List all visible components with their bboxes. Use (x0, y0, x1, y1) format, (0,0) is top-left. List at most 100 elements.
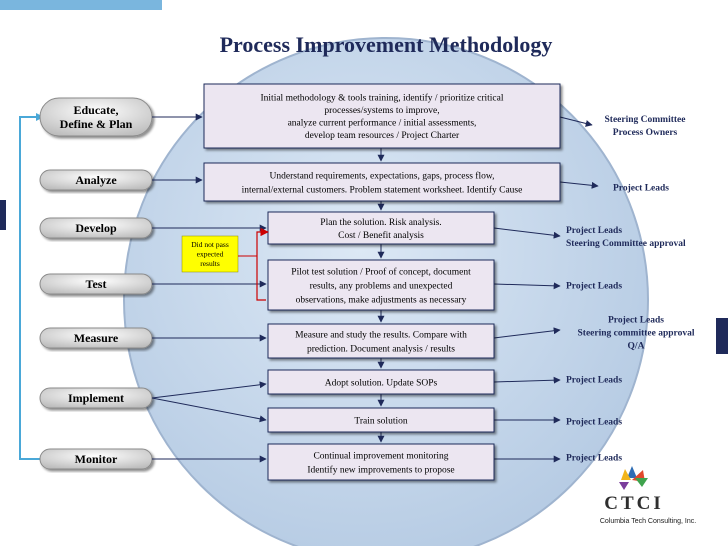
phase-label: Test (86, 277, 107, 291)
phase-label-line: Develop (75, 221, 117, 235)
phase-arrow-6 (151, 381, 267, 399)
phase-implement: Implement (39, 387, 153, 409)
logo-mark (619, 466, 648, 490)
phase-label: Measure (74, 331, 119, 345)
step-text-line: results, any problems and unexpected (310, 281, 453, 291)
phase-label-line: Implement (68, 391, 124, 405)
step-box-4: Pilot test solution / Proof of concept, … (267, 259, 495, 311)
phase-arrow-7 (151, 397, 267, 423)
step-text-line: Identify new improvements to propose (307, 464, 454, 475)
owner-label-line: Project Leads (566, 453, 622, 463)
owner-arrow-1 (559, 116, 593, 127)
step-box-frame (203, 162, 561, 202)
phase-list: Educate,Define & PlanAnalyzeDevelopTestM… (39, 97, 153, 470)
owner-label-line: Project Leads (608, 315, 664, 325)
logo-wordmark: CTCI (604, 493, 664, 514)
phase-educate-define-plan: Educate,Define & Plan (39, 97, 153, 137)
phase-label: Analyze (75, 173, 117, 187)
owner-label-line: Project Leads (566, 417, 622, 427)
owner-label-8: Project Leads (566, 453, 622, 463)
step-text-line: Measure and study the results. Compare w… (295, 330, 467, 340)
step-text-line: prediction. Document analysis / results (307, 344, 455, 354)
step-box-8: Continual improvement monitoringIdentify… (267, 443, 495, 481)
owner-arrow-5 (493, 327, 561, 339)
owner-label-line: Steering committee approval (578, 328, 695, 338)
phase-label: Develop (75, 221, 117, 235)
owner-label-line: Process Owners (613, 128, 678, 138)
owner-label-line: Project Leads (566, 226, 622, 236)
step-text-line: observations, make adjustments as necess… (296, 295, 467, 305)
step-box-frame (267, 407, 495, 433)
owner-label-line: Project Leads (566, 375, 622, 385)
step-box-frame (267, 323, 495, 359)
phase-label: Monitor (75, 452, 118, 466)
phase-test: Test (39, 273, 153, 295)
owner-label-line: Steering Committee (605, 115, 686, 125)
owner-label-line: Q/A (628, 341, 645, 351)
step-text: Plan the solution. Risk analysis. Cost / … (320, 218, 441, 241)
step-box-3: Plan the solution. Risk analysis. Cost / … (267, 211, 495, 245)
step-box-frame (267, 369, 495, 395)
step-text-line: Understand requirements, expectations, g… (270, 170, 495, 181)
owner-arrow-4 (493, 282, 561, 290)
step-text-line: Cost / Benefit analysis (338, 230, 424, 241)
feedback-arrow (256, 227, 269, 301)
step-text-line: internal/external customers. Problem sta… (242, 184, 523, 195)
owner-label-line: Steering Committee approval (566, 239, 686, 249)
step-box-2: Understand requirements, expectations, g… (203, 162, 561, 202)
connector-layer (151, 113, 599, 463)
owner-label-7: Project Leads (566, 417, 622, 427)
step-box-frame (203, 83, 561, 149)
step-text: Adopt solution. Update SOPs (325, 378, 438, 388)
step-list: Initial methodology & tools training, id… (203, 83, 561, 481)
logo-caption: Columbia Tech Consulting, Inc. (600, 518, 696, 525)
feedback-note-line: results (200, 259, 220, 268)
step-text: Continual improvement monitoringIdentify… (307, 451, 454, 475)
step-box-6: Adopt solution. Update SOPs (267, 369, 495, 395)
corner-accent-top-left (0, 0, 162, 10)
phase-label-line: Monitor (75, 452, 118, 466)
phase-label-line: Educate, (74, 103, 119, 117)
step-text-line: analyze current performance / initial as… (288, 118, 477, 129)
feedback-note (181, 235, 239, 273)
owner-label-line: Project Leads (613, 183, 669, 193)
step-text-line: Adopt solution. Update SOPs (325, 378, 438, 388)
owner-arrow-6 (493, 376, 561, 384)
phase-label-line: Test (86, 277, 107, 291)
step-box-7: Train solution (267, 407, 495, 433)
step-box-5: Measure and study the results. Compare w… (267, 323, 495, 359)
owner-arrow-2 (559, 181, 599, 189)
edge-accent-left (0, 200, 6, 230)
step-text-line: Plan the solution. Risk analysis. (320, 218, 441, 228)
page-title: Process Improvement Methodology (220, 32, 553, 57)
phase-monitor: Monitor (39, 448, 153, 470)
ctci-logo: CTCI Columbia Tech Consulting, Inc. (600, 466, 696, 525)
feedback-note-line: expected (197, 250, 224, 259)
step-text: Understand requirements, expectations, g… (242, 170, 523, 195)
step-text-line: processes/systems to improve, (324, 106, 439, 116)
owner-label-line: Project Leads (566, 281, 622, 291)
step-text-line: Continual improvement monitoring (313, 451, 448, 461)
edge-accent-right (716, 318, 728, 354)
step-text: Pilot test solution / Proof of concept, … (291, 266, 471, 305)
owner-arrow-3 (493, 227, 561, 239)
owner-label-6: Project Leads (566, 375, 622, 385)
step-text-line: Pilot test solution / Proof of concept, … (291, 266, 471, 277)
step-box-frame (267, 211, 495, 245)
step-box-frame (267, 259, 495, 311)
step-text: Measure and study the results. Compare w… (295, 330, 467, 354)
phase-develop: Develop (39, 217, 153, 239)
step-text: Train solution (354, 416, 407, 426)
feedback-note-line: Did not pass (191, 240, 229, 249)
phase-label-line: Measure (74, 331, 119, 345)
phase-analyze: Analyze (39, 169, 153, 191)
step-text-line: Train solution (354, 416, 407, 426)
step-box-frame (267, 443, 495, 481)
